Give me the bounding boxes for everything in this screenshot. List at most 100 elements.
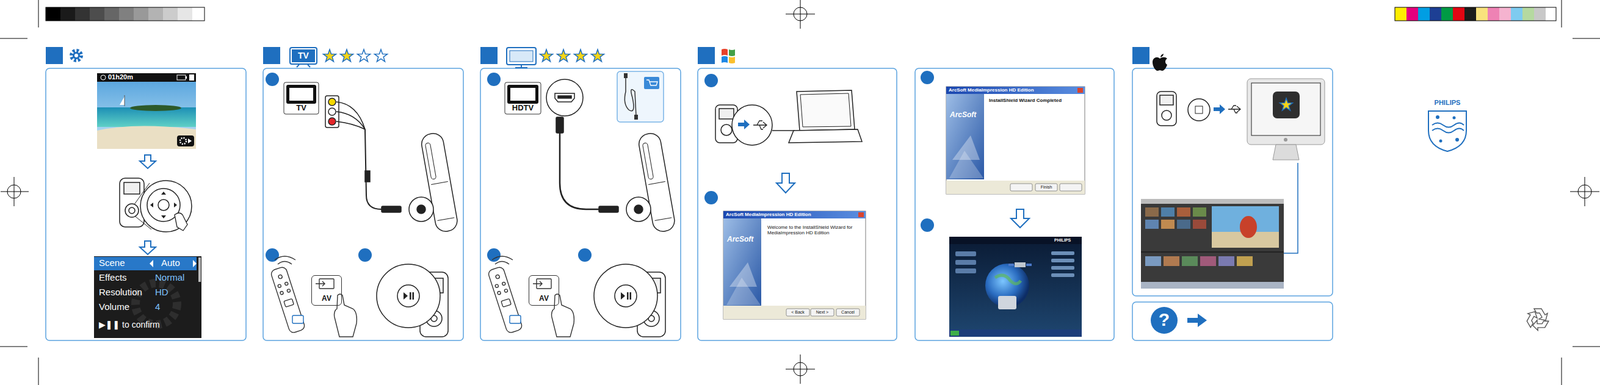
hdtv-symbol-part [507, 84, 539, 104]
grayscale-bar-part [104, 7, 120, 21]
camcorder-nav-part [158, 199, 170, 211]
menu-screen-part [149, 260, 154, 268]
imovie-screenshot-part [1140, 199, 1284, 204]
imac-part [1283, 137, 1288, 142]
color-bar-part [1499, 7, 1511, 21]
tv-symbol-part [283, 82, 319, 115]
color-bar-part [1406, 7, 1419, 21]
remote-control-part [277, 261, 292, 265]
app-screenshot-part-part [955, 260, 977, 265]
windows-logo-part [721, 48, 728, 56]
av-button-box: AV [311, 275, 342, 306]
color-bar-part [1441, 7, 1453, 21]
hdtv-symbol-part [510, 87, 536, 101]
imac-part [1272, 144, 1300, 160]
play-button-closeup [376, 264, 449, 337]
app-screenshot-part [1026, 263, 1032, 267]
device-label: HDTV [504, 103, 541, 113]
app-screenshot-part-part [1051, 258, 1075, 263]
grayscale-bar-part [148, 7, 163, 21]
menu-value: HD [155, 286, 169, 298]
panel-frames-part [263, 68, 464, 341]
grayscale-bar [45, 7, 205, 21]
play-button-closeup-part [403, 292, 408, 300]
rating-stars-part [357, 49, 371, 62]
color-bar-part [1476, 7, 1488, 21]
dialog-button: Cancel [836, 310, 860, 315]
hdtv-header-icon-part [515, 67, 528, 69]
cable-inset-part [634, 114, 638, 120]
installer-dialog-finished-part-part [1010, 183, 1033, 192]
tv-symbol [283, 82, 319, 115]
grayscale-bar-part [133, 7, 149, 21]
illustration-part [626, 131, 677, 234]
camcorder-nav-part [125, 203, 139, 218]
mac-usb-part [1156, 91, 1177, 126]
installer-window: ArcSoft MediaImpression HD EditionArcSof… [946, 86, 1085, 195]
menu-panel: SceneAutoEffectsNormalResolutionHDVolume… [94, 256, 202, 339]
remote-control-part [274, 256, 296, 261]
step-markers-part [704, 191, 718, 205]
grayscale-bar-part [89, 7, 105, 21]
camera-screen-photo-part [185, 76, 187, 79]
usb-to-laptop-part [800, 93, 851, 127]
remote-control-part-part [279, 291, 284, 295]
cable-inset-part [623, 73, 628, 79]
imovie-screenshot-part-part [1181, 256, 1198, 267]
usb-to-laptop [715, 90, 862, 146]
color-bar-part [1522, 7, 1535, 21]
menu-item: Volume [98, 301, 130, 312]
camcorder-nav-part [161, 215, 167, 219]
philips-shield-part [1428, 111, 1467, 152]
rating-stars-part [374, 49, 388, 62]
installer-dialog-finished-part-part [1059, 183, 1082, 192]
color-bar-part [1464, 7, 1477, 21]
remote-control-part-part [277, 274, 283, 280]
registration-marks-part [1572, 346, 1600, 348]
app-screenshot: PHILIPS [949, 236, 1082, 337]
color-bar-part [1452, 7, 1465, 21]
windows-logo-part [721, 56, 728, 63]
menu-item: Effects [98, 272, 127, 283]
device-label: TV [283, 103, 319, 113]
color-bar-part [1429, 7, 1442, 21]
camera-screen-photo-part [100, 75, 106, 80]
play-button-closeup-part [412, 292, 415, 300]
hdtv-header-icon [506, 47, 536, 68]
play-button-closeup-part [376, 264, 441, 328]
brand-name: ArcSoft [727, 235, 754, 245]
cable-inset-part [624, 76, 637, 116]
installer-dialog-part [723, 211, 866, 320]
usb-to-laptop-part [720, 124, 732, 136]
play-button-closeup-part [397, 285, 420, 308]
installer-dialog-finished-part [1010, 183, 1082, 192]
imovie-screenshot-part-part [1145, 219, 1159, 229]
camcorder-nav-part [123, 182, 140, 195]
camcorder-nav-part [150, 202, 154, 208]
app-screenshot-part-part [955, 251, 977, 257]
hdmi-port-cable-part [546, 79, 583, 116]
dialog-button: Finish [1035, 184, 1058, 190]
registration-marks-part [800, 0, 801, 29]
imovie-screenshot-part-part [1200, 256, 1217, 267]
hdtv-header-icon-part [506, 47, 536, 65]
illustration-part [487, 256, 575, 337]
camcorder-side [409, 131, 460, 234]
dialog-heading: InstallShield Wizard Completed [988, 97, 1081, 104]
dialog-button: < Back [786, 310, 810, 315]
app-screenshot-part [949, 236, 1082, 337]
play-button-closeup-part [409, 292, 412, 300]
settings-gear-part [74, 53, 79, 58]
menu-hint: ▶❚❚ to confirm [98, 319, 160, 330]
tv-header-frame [289, 47, 317, 68]
app-screenshot-part [1008, 263, 1014, 267]
down-arrows [139, 155, 1030, 255]
step-markers-part [920, 70, 934, 85]
panel-frames-part [45, 68, 247, 341]
app-screenshot-part [1051, 251, 1075, 278]
grayscale-bar-part [192, 7, 205, 21]
registration-marks-part [1572, 38, 1600, 40]
settings-gear [71, 50, 82, 61]
color-bar-part [1545, 7, 1557, 21]
